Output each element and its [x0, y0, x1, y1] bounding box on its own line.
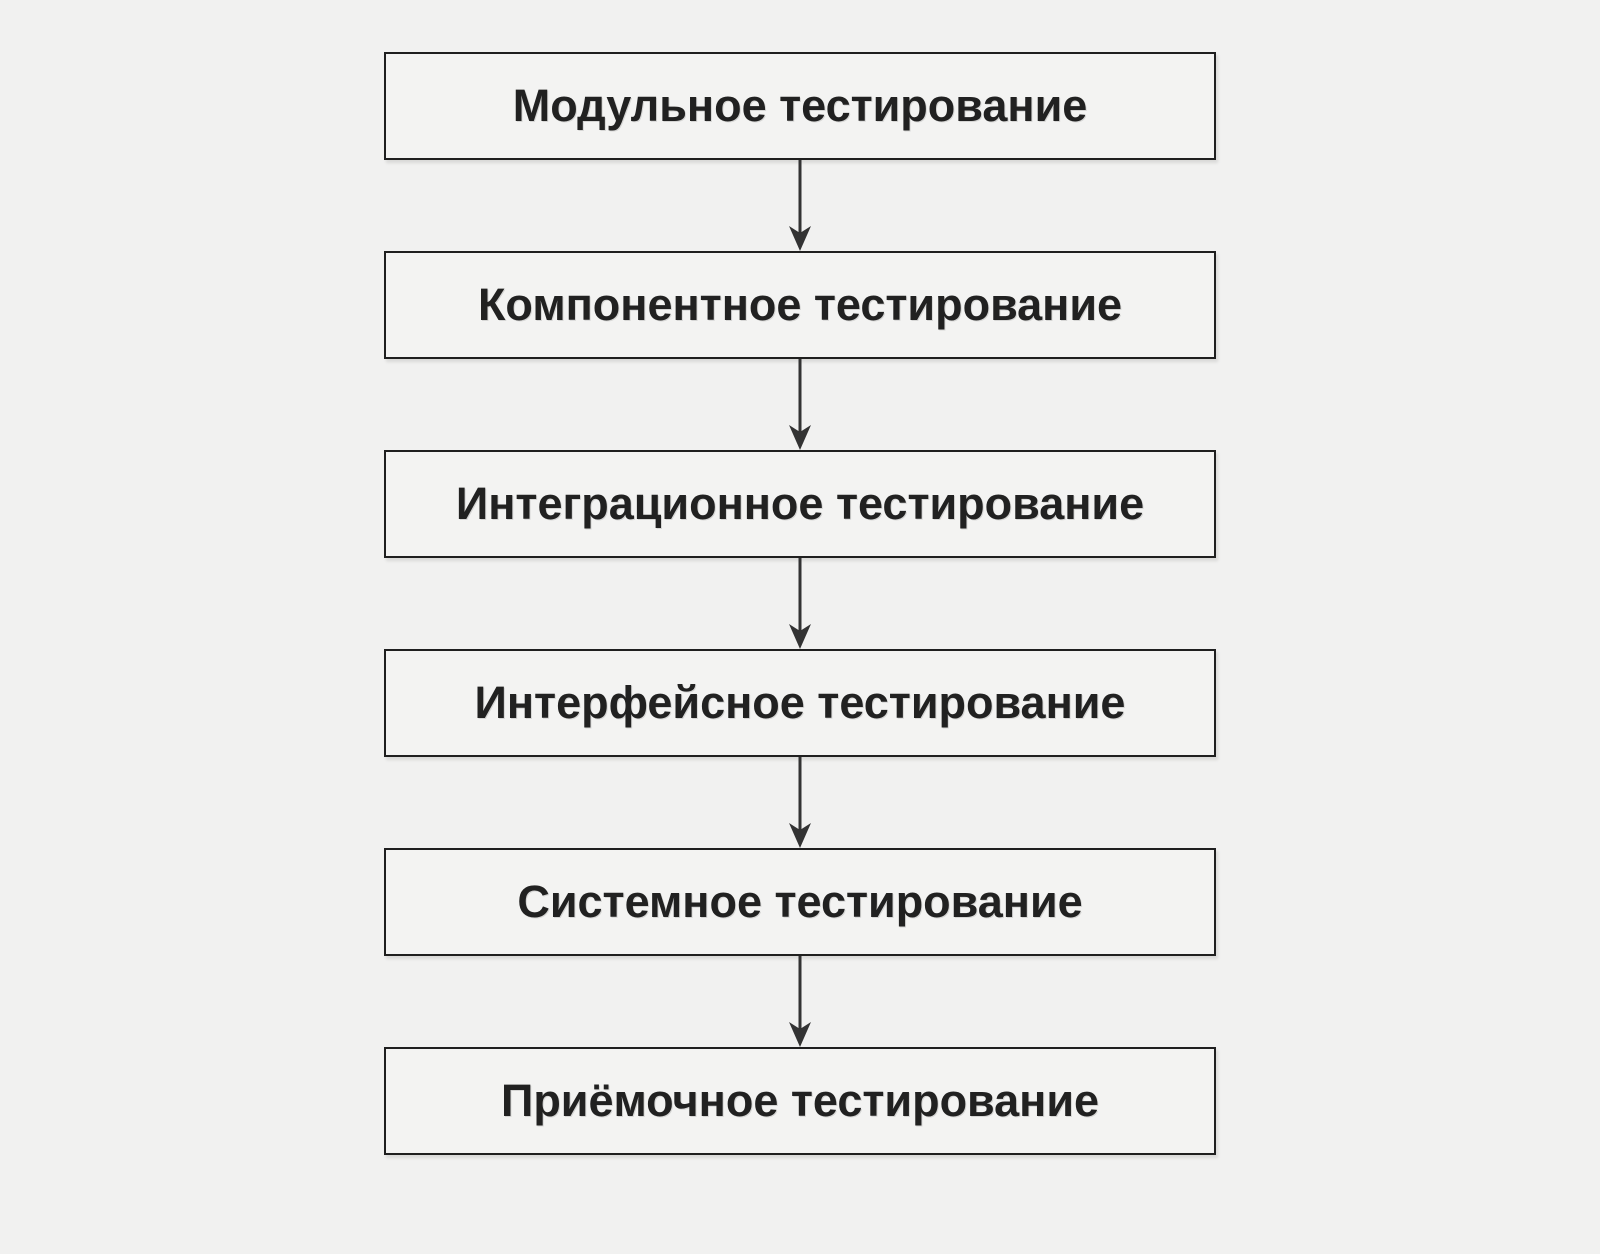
flow-box-3: Интеграционное тестирование — [384, 450, 1216, 558]
arrow-down-icon — [789, 558, 811, 649]
flow-box-2: Компонентное тестирование — [384, 251, 1216, 359]
flow-box-6: Приёмочное тестирование — [384, 1047, 1216, 1155]
arrow-down-icon — [789, 160, 811, 251]
arrow-down-icon — [789, 359, 811, 450]
flow-box-1: Модульное тестирование — [384, 52, 1216, 160]
flow-box-label: Интеграционное тестирование — [455, 478, 1145, 529]
flow-box-4: Интерфейсное тестирование — [384, 649, 1216, 757]
testing-levels-flowchart: Модульное тестирование Компонентное тест… — [384, 52, 1216, 1155]
down-arrow-connector — [384, 558, 1216, 649]
down-arrow-connector — [384, 757, 1216, 848]
flow-box-label: Приёмочное тестирование — [500, 1075, 1100, 1126]
arrow-down-icon — [789, 757, 811, 848]
down-arrow-connector — [384, 956, 1216, 1047]
flow-box-label: Модульное тестирование — [512, 80, 1088, 131]
arrow-down-icon — [789, 956, 811, 1047]
down-arrow-connector — [384, 359, 1216, 450]
flow-box-label: Системное тестирование — [517, 876, 1083, 927]
down-arrow-connector — [384, 160, 1216, 251]
flow-box-label: Интерфейсное тестирование — [474, 677, 1126, 728]
flow-box-label: Компонентное тестирование — [477, 279, 1123, 330]
flow-box-5: Системное тестирование — [384, 848, 1216, 956]
